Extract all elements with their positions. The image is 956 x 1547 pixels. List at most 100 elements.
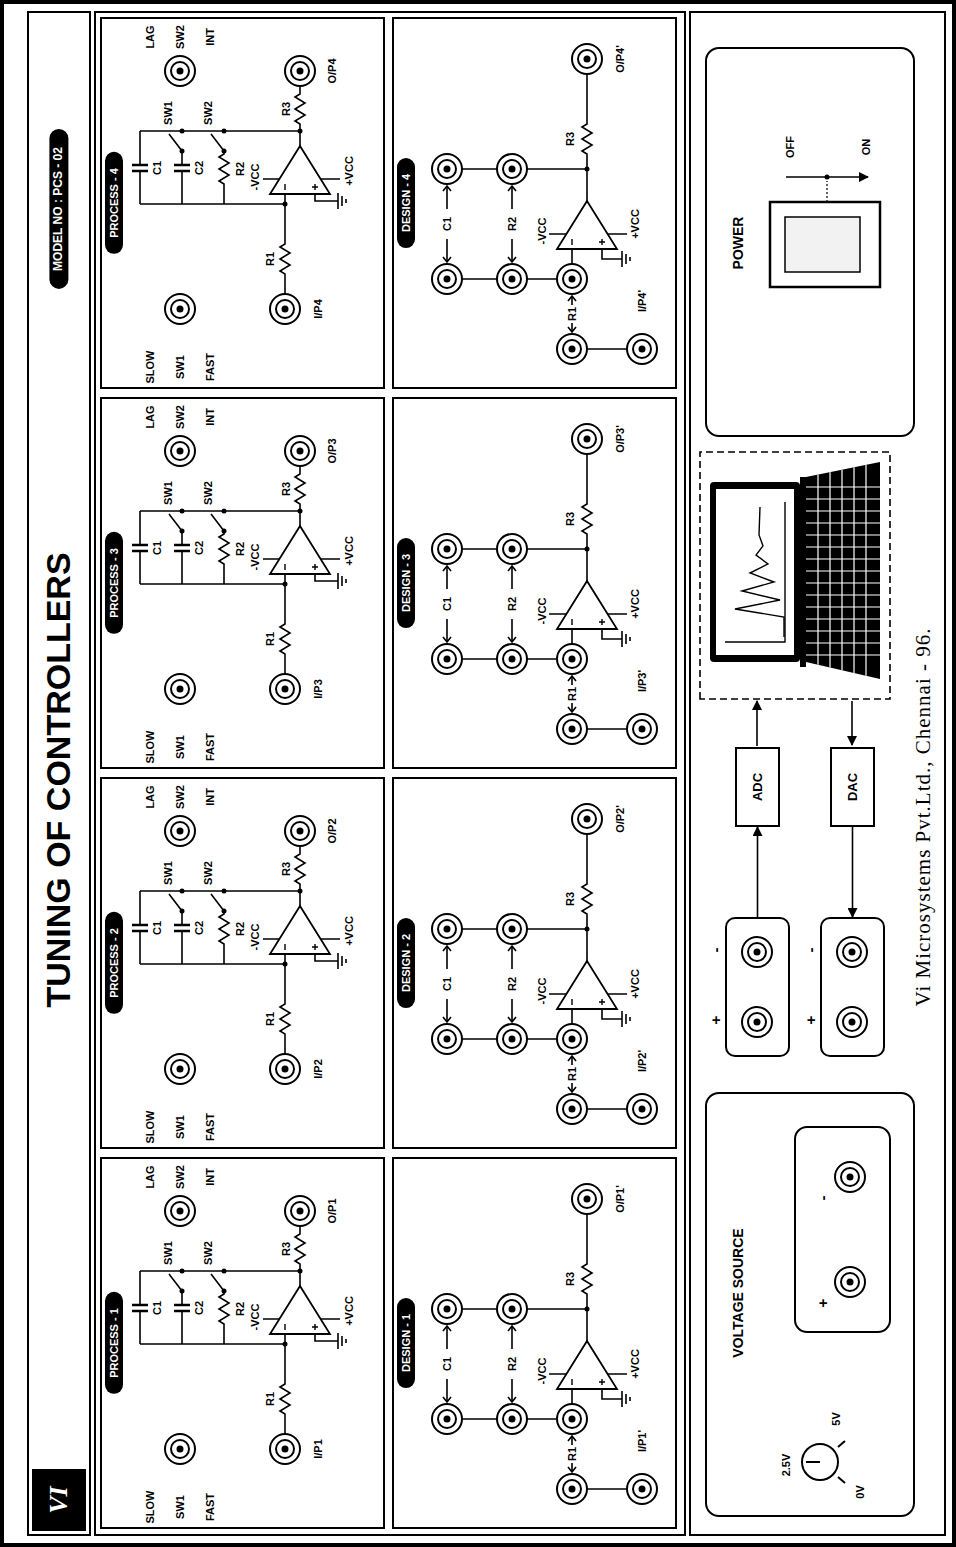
panel-label: R2 <box>506 217 518 231</box>
panel-label: +VCC <box>343 156 355 186</box>
model-number: MODEL NO : PCS - 02 <box>49 129 68 289</box>
panel-label: FAST <box>204 353 216 381</box>
box-heading: DESIGN - 3 <box>397 538 415 628</box>
power-box: POWER <box>705 47 915 437</box>
terminal-box: +- <box>725 917 790 1057</box>
panel-label: SW2 <box>174 1165 186 1189</box>
converter-box: DAC <box>830 747 875 827</box>
panel-label: O/P2 <box>326 818 338 843</box>
panel-label: R2 <box>506 977 518 991</box>
title-strip <box>28 12 90 1535</box>
panel-label: O/P3 <box>326 438 338 463</box>
terminal-sign: + <box>708 1016 725 1025</box>
panel-label: I/P2 <box>312 1059 324 1079</box>
panel-label: R1 <box>264 1392 276 1406</box>
panel-label: LAG <box>144 1165 156 1188</box>
panel-label: R1 <box>566 1067 578 1081</box>
panel-label: R2 <box>506 597 518 611</box>
panel-label: LAG <box>144 785 156 808</box>
panel-label: SW1 <box>174 355 186 379</box>
panel-label: O/P3' <box>614 425 626 453</box>
signal-connector <box>852 827 854 917</box>
panel-label: +VCC <box>629 589 641 619</box>
signal-connector <box>757 827 759 917</box>
signal-arrow <box>851 701 853 745</box>
panel-label: R3 <box>280 1242 292 1256</box>
panel-label: I/P3' <box>636 670 648 692</box>
process-box: PROCESS - 3 <box>100 397 385 769</box>
terminal-sign: + <box>815 1299 832 1308</box>
panel-label: O/P2' <box>614 805 626 833</box>
panel-label: R3 <box>564 1272 576 1286</box>
knob-setting: 5V <box>830 1412 842 1425</box>
panel-label: -VCC <box>249 164 261 191</box>
panel-label: SW1 <box>162 101 174 125</box>
design-box: DESIGN - 2 <box>392 777 677 1149</box>
experiment-frame <box>95 12 685 1535</box>
panel-label: R2 <box>506 1357 518 1371</box>
box-heading: DESIGN - 1 <box>397 1298 415 1388</box>
panel-label: C2 <box>193 921 205 935</box>
panel-label: FAST <box>204 733 216 761</box>
knob-setting: 2.5V <box>780 1454 792 1477</box>
switch-position: ON <box>860 139 872 156</box>
panel-label: C1 <box>151 1301 163 1315</box>
panel-label: SLOW <box>144 731 156 764</box>
panel-label: SW2 <box>202 481 214 505</box>
converter-name: DAC <box>845 773 859 801</box>
panel-label: FAST <box>204 1493 216 1521</box>
panel-label: +VCC <box>629 209 641 239</box>
process-box: PROCESS - 2 <box>100 777 385 1149</box>
panel-label: R2 <box>234 1302 246 1316</box>
panel-label: O/P4' <box>614 45 626 73</box>
panel-label: R2 <box>234 162 246 176</box>
panel-label: R1 <box>566 687 578 701</box>
panel-label: SLOW <box>144 1491 156 1524</box>
switch-position: OFF <box>784 136 796 158</box>
panel-label: R2 <box>234 542 246 556</box>
converter-name: ADC <box>750 773 764 801</box>
panel-label: R3 <box>280 862 292 876</box>
logo-plate <box>32 1469 86 1531</box>
panel-label: SW2 <box>174 25 186 49</box>
maker-name: Vi Microsystems Pvt.Ltd., Chennai - 96. <box>912 628 935 1007</box>
panel-label: SW1 <box>174 735 186 759</box>
panel-label: FAST <box>204 1113 216 1141</box>
box-heading: DESIGN - 2 <box>397 918 415 1008</box>
panel-label: -VCC <box>536 1358 548 1385</box>
panel-label: C1 <box>441 217 453 231</box>
converter-box: ADC <box>735 747 780 827</box>
panel-label: SW1 <box>162 1241 174 1265</box>
panel-label: R1 <box>566 307 578 321</box>
panel-label: C1 <box>441 977 453 991</box>
box-heading: DESIGN - 4 <box>397 158 415 248</box>
panel-label: -VCC <box>249 1304 261 1331</box>
box-heading: PROCESS - 3 <box>105 532 123 634</box>
voltage-knob <box>802 1441 845 1483</box>
box-heading: PROCESS - 2 <box>105 912 123 1014</box>
panel-label: R3 <box>280 102 292 116</box>
laptop-illustration <box>710 457 880 687</box>
design-box: DESIGN - 4 <box>392 17 677 389</box>
panel-label: -VCC <box>536 598 548 625</box>
panel-label: R3 <box>564 512 576 526</box>
panel-label: LAG <box>144 405 156 428</box>
box-heading: VOLTAGE SOURCE <box>731 1228 746 1357</box>
panel-label: I/P1' <box>636 1430 648 1452</box>
panel-label: R1 <box>264 1012 276 1026</box>
panel-label: C1 <box>151 921 163 935</box>
panel-label: SW2 <box>202 1241 214 1265</box>
design-box: DESIGN - 1 <box>392 1157 677 1529</box>
panel-label: -VCC <box>249 544 261 571</box>
panel-label: R1 <box>566 1447 578 1461</box>
panel-label: SLOW <box>144 1111 156 1144</box>
panel-label: +VCC <box>343 536 355 566</box>
panel-label: C2 <box>193 541 205 555</box>
process-box: PROCESS - 4 <box>100 17 385 389</box>
panel-label: SW2 <box>174 405 186 429</box>
panel-label: O/P1 <box>326 1198 338 1223</box>
panel-label: I/P4' <box>636 290 648 312</box>
